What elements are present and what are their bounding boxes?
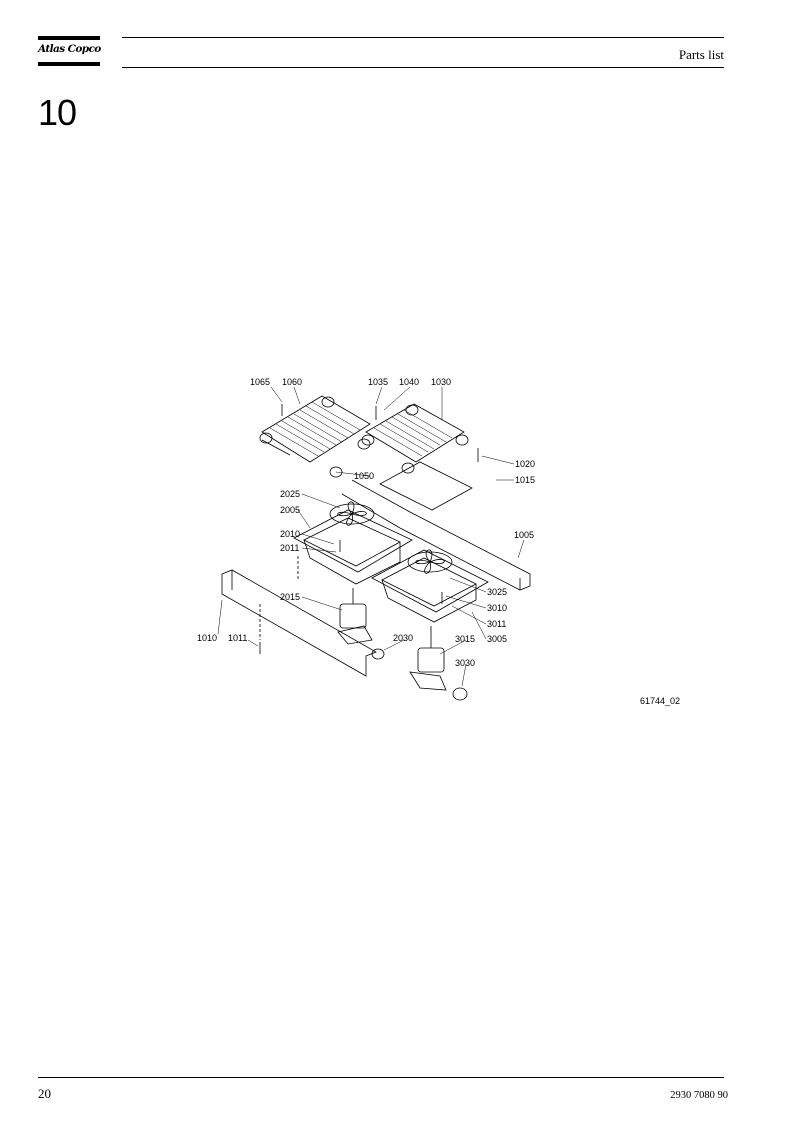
atlas-copco-logo: Atlas Copco [38,36,101,68]
callout-2011: 2011 [280,543,299,553]
seal-plate-drawing [379,461,473,511]
page-number: 20 [38,1086,51,1101]
callout-3030: 3030 [455,658,475,668]
clamp-3030-drawing [452,687,468,701]
callout-1030: 1030 [431,377,451,387]
callout-3005: 3005 [487,634,507,644]
parts-exploded-drawing: 1065 1060 1035 1040 1030 1020 1015 1050 … [197,377,535,701]
callout-1015: 1015 [515,475,535,485]
callout-leaders [217,386,525,687]
motor-right-drawing [409,626,447,691]
callout-2010: 2010 [280,529,300,539]
callout-1020: 1020 [515,459,535,469]
callout-1040: 1040 [399,377,419,387]
header-rule-bottom [122,67,724,68]
callout-1005: 1005 [514,530,534,540]
document-number: 2930 7080 90 [670,1090,728,1101]
callout-3011: 3011 [487,619,506,629]
cooler-left-drawing [259,395,371,478]
bracket-1005-drawing [341,479,531,591]
footer-rule [38,1077,724,1078]
logo-bar-top [38,36,100,40]
header-title: Parts list [678,47,724,62]
callout-1060: 1060 [282,377,302,387]
figure-code: 61744_02 [640,696,681,706]
callout-3015: 3015 [455,634,475,644]
chapter-number: 10 [38,92,77,133]
fan-shroud-left-drawing [293,501,413,585]
clamp-2030-drawing [371,648,385,660]
callout-1035: 1035 [368,377,388,387]
logo-wordmark: Atlas Copco [38,43,101,55]
callout-3010: 3010 [487,603,507,613]
callout-2030: 2030 [393,633,413,643]
callout-1050: 1050 [354,471,374,481]
callout-1010: 1010 [197,633,217,643]
callout-2025: 2025 [280,489,300,499]
cooler-right-drawing [361,403,469,474]
logo-bar-bottom [38,62,100,66]
callout-2005: 2005 [280,505,300,515]
callout-1011: 1011 [228,633,247,643]
callout-1065: 1065 [250,377,270,387]
header-rule-top [122,37,724,38]
fan-shroud-right-drawing [371,549,489,623]
motor-left-drawing [337,588,373,645]
callout-2015: 2015 [280,592,300,602]
side-panel-1010-drawing [221,569,377,677]
callout-3025: 3025 [487,587,507,597]
